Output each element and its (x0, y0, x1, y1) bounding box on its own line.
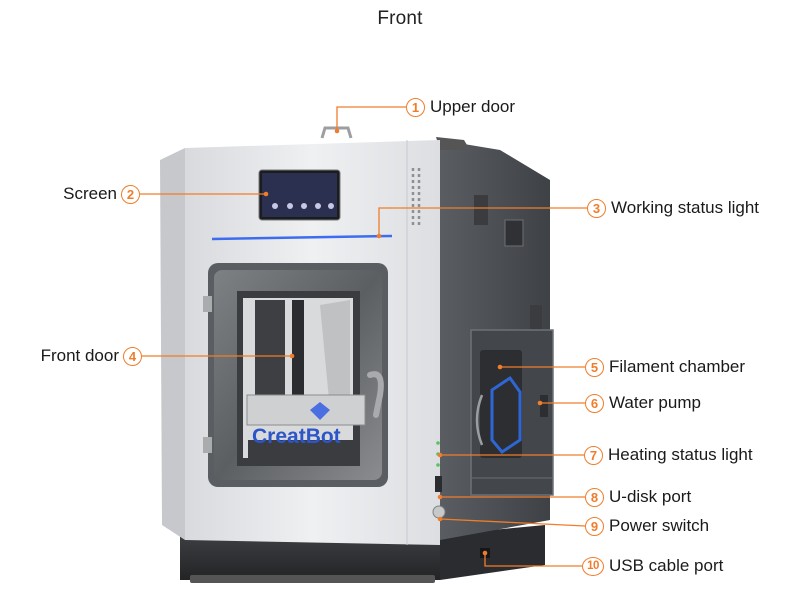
printer-side-panel (436, 137, 554, 540)
callout-number: 3 (587, 198, 606, 218)
callout-number: 5 (585, 357, 604, 377)
callout-power-switch: 9 Power switch (585, 514, 709, 538)
callout-front-door: 4 Front door (41, 344, 142, 368)
callout-number: 6 (585, 393, 604, 413)
callout-label: Upper door (430, 97, 516, 116)
brand-text: CreatBot (252, 425, 341, 448)
leader-lines (140, 106, 588, 567)
callout-label: Front door (40, 346, 119, 365)
callout-label: Filament chamber (609, 357, 746, 376)
leader-usb-cable-port (484, 553, 583, 567)
callout-usb-cable-port: 10 USB cable port (582, 554, 723, 578)
callout-number: 10 (582, 556, 604, 576)
callout-number: 1 (406, 97, 425, 117)
printer-base (180, 525, 545, 583)
callout-number: 7 (584, 445, 603, 465)
leader-power-switch (439, 518, 586, 527)
callout-label: Water pump (609, 393, 701, 412)
callout-filament-chamber: 5 Filament chamber (585, 355, 745, 379)
callout-working-status-light: 3 Working status light (587, 196, 759, 220)
callout-number: 4 (123, 346, 142, 366)
callout-label: Power switch (609, 516, 710, 535)
leader-dots (263, 128, 543, 556)
callout-number: 2 (121, 184, 140, 204)
callout-screen: 2 Screen (63, 182, 140, 206)
callout-number: 8 (585, 487, 604, 507)
callout-label: Working status light (611, 198, 760, 217)
callout-label: USB cable port (609, 556, 724, 575)
callout-u-disk-port: 8 U-disk port (585, 485, 691, 509)
callout-heating-status-light: 7 Heating status light (584, 443, 753, 467)
callout-upper-door: 1 Upper door (406, 95, 515, 119)
callout-number: 9 (585, 516, 604, 536)
diagram-title: Front (377, 8, 423, 29)
callout-water-pump: 6 Water pump (585, 391, 701, 415)
callout-label: Screen (63, 184, 117, 203)
callout-label: U-disk port (609, 487, 692, 506)
printer-front-body (160, 126, 490, 558)
leader-working-status-light (378, 207, 588, 236)
callout-label: Heating status light (608, 445, 753, 464)
leader-upper-door (336, 106, 406, 131)
